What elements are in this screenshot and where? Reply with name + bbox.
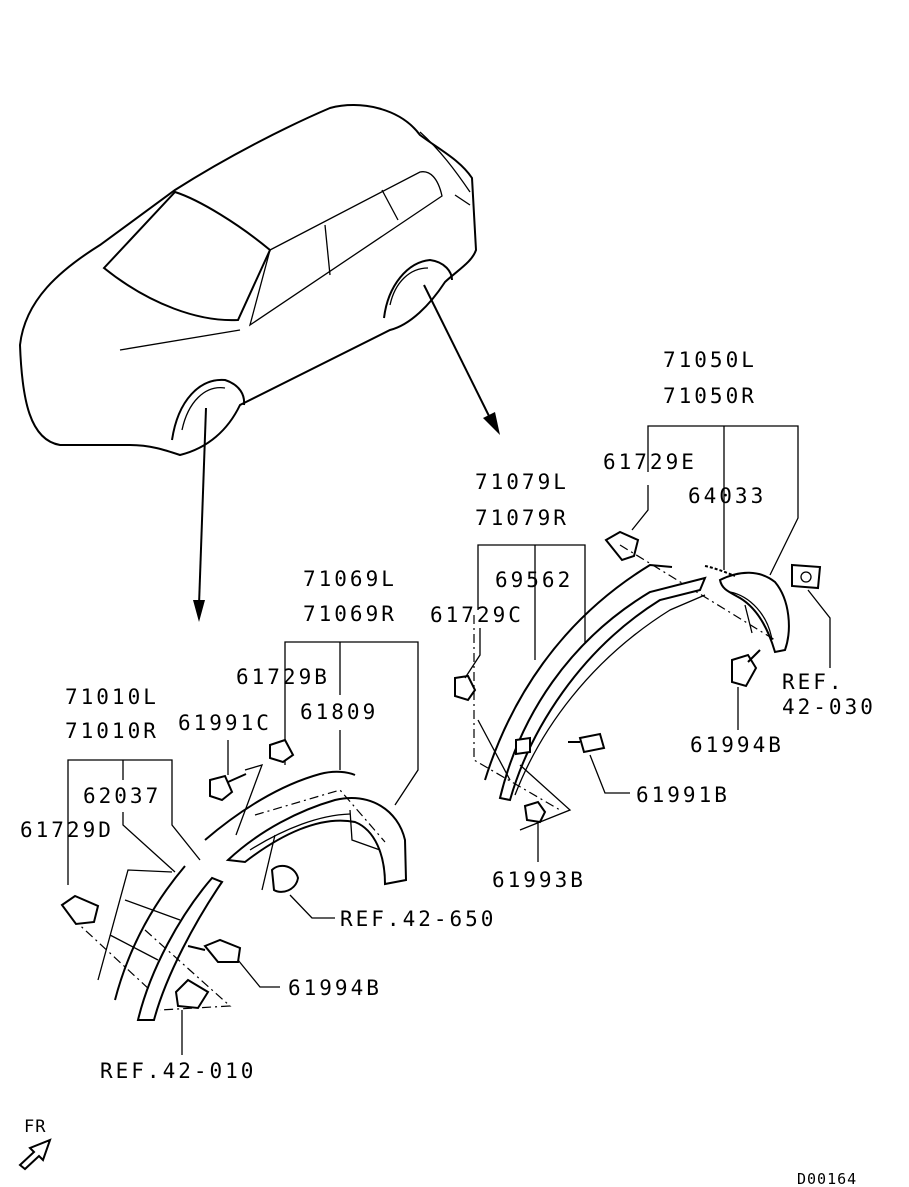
label-71079R: 71079R: [475, 506, 569, 530]
front-fender-assembly: [204, 641, 419, 919]
label-61729B: 61729B: [236, 665, 330, 689]
label-71069L: 71069L: [303, 567, 397, 591]
label-61994B-left: 61994B: [288, 976, 382, 1000]
label-71010L: 71010L: [65, 685, 159, 709]
label-61994B-right: 61994B: [690, 733, 784, 757]
label-ref-42-030-a: REF.: [782, 670, 845, 694]
label-ref-42-650: REF.42-650: [340, 907, 497, 931]
label-61991C: 61991C: [178, 711, 272, 735]
label-61729D: 61729D: [20, 818, 114, 842]
label-71069R: 71069R: [303, 602, 397, 626]
callout-arrows: [193, 284, 500, 622]
label-fr: FR: [24, 1117, 47, 1137]
label-69562: 69562: [495, 568, 574, 592]
label-61729C: 61729C: [430, 603, 524, 627]
label-61993B: 61993B: [492, 868, 586, 892]
label-61809: 61809: [300, 700, 379, 724]
label-ref-42-030-b: 42-030: [782, 695, 876, 719]
label-71010R: 71010R: [65, 719, 159, 743]
label-71050R: 71050R: [663, 384, 757, 408]
vehicle-outline: [18, 104, 478, 457]
label-71079L: 71079L: [475, 470, 569, 494]
label-62037: 62037: [83, 784, 162, 808]
diagram-id: D00164: [797, 1170, 858, 1187]
label-71050L: 71050L: [663, 348, 757, 372]
label-61991B: 61991B: [636, 783, 730, 807]
rear-fender-assembly: [454, 425, 831, 862]
fr-arrow-icon: [18, 1138, 52, 1171]
front-left-assembly: [60, 759, 280, 1055]
label-ref-42-010: REF.42-010: [100, 1059, 257, 1083]
label-61729E: 61729E: [603, 450, 697, 474]
label-64033: 64033: [688, 484, 767, 508]
